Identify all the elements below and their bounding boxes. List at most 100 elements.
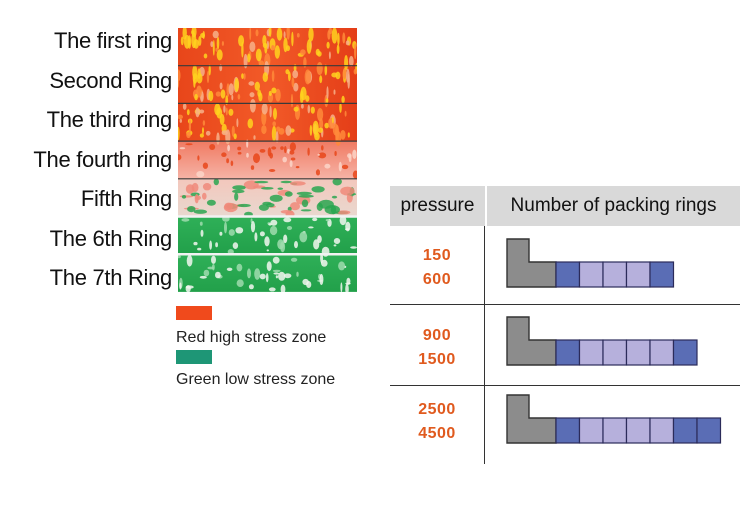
stress-speckle bbox=[266, 249, 269, 252]
stress-speckle bbox=[331, 116, 334, 124]
stress-speckle bbox=[178, 69, 181, 82]
stress-speckle bbox=[200, 229, 204, 237]
stress-speckle bbox=[205, 130, 211, 136]
stress-speckle bbox=[247, 118, 254, 129]
stress-speckle bbox=[215, 271, 221, 279]
stress-speckle bbox=[270, 219, 278, 226]
stress-speckle bbox=[234, 192, 239, 201]
stress-speckle bbox=[275, 131, 279, 143]
packing-ring bbox=[602, 339, 628, 366]
stress-speckle bbox=[340, 186, 355, 196]
packing-ring bbox=[672, 417, 698, 444]
stress-speckle bbox=[214, 103, 221, 116]
stress-speckle bbox=[186, 255, 193, 267]
stress-speckle bbox=[203, 53, 208, 59]
stress-speckle bbox=[339, 102, 342, 113]
stress-speckle bbox=[212, 40, 215, 56]
pressure-cell-1: 150 600 bbox=[390, 244, 484, 292]
stress-speckle bbox=[294, 241, 298, 249]
stress-speckle bbox=[325, 219, 330, 222]
pressure-high-3: 4500 bbox=[418, 425, 456, 442]
stress-speckle bbox=[241, 73, 244, 79]
stress-speckle bbox=[299, 231, 308, 243]
stress-speckle bbox=[211, 255, 216, 264]
stress-speckle bbox=[208, 64, 211, 76]
stress-speckle bbox=[276, 126, 281, 132]
stress-speckle bbox=[269, 194, 283, 202]
stress-speckle bbox=[341, 95, 345, 104]
stress-speckle bbox=[179, 195, 194, 198]
stress-speckle bbox=[192, 73, 198, 84]
stress-speckle bbox=[289, 160, 293, 168]
stress-speckle bbox=[197, 247, 202, 251]
legend-red-swatch bbox=[176, 306, 212, 320]
stress-speckle bbox=[197, 155, 200, 161]
stress-speckle bbox=[273, 272, 280, 275]
stress-speckle bbox=[187, 206, 196, 213]
stress-speckle bbox=[226, 267, 233, 271]
stress-speckle bbox=[185, 143, 193, 146]
stress-speckle bbox=[344, 110, 347, 117]
stress-speckle bbox=[318, 199, 334, 209]
stress-speckle bbox=[319, 273, 324, 286]
stress-speckle bbox=[195, 195, 201, 200]
stress-speckle bbox=[289, 150, 295, 155]
gland-follower bbox=[506, 394, 557, 444]
stress-speckle bbox=[264, 236, 270, 247]
stress-speckle bbox=[179, 118, 182, 123]
stress-speckle bbox=[296, 33, 300, 38]
stress-speckle bbox=[312, 120, 319, 135]
stress-speckle bbox=[191, 182, 199, 193]
stress-speckle bbox=[182, 103, 187, 110]
stress-speckle bbox=[231, 125, 235, 137]
stress-speckle bbox=[300, 209, 312, 212]
stress-speckle bbox=[255, 48, 262, 62]
stress-speckle bbox=[250, 165, 255, 170]
stress-speckle bbox=[243, 73, 246, 80]
packing-ring bbox=[578, 261, 604, 288]
stress-distribution-map bbox=[178, 28, 357, 292]
stress-speckle bbox=[231, 94, 234, 101]
stress-speckle bbox=[269, 105, 272, 118]
stress-speckle bbox=[198, 36, 202, 46]
stress-speckle bbox=[324, 122, 329, 129]
gland-follower bbox=[506, 238, 557, 288]
packing-rings-graphic-2 bbox=[506, 316, 698, 366]
stress-speckle bbox=[237, 151, 242, 155]
stress-speckle bbox=[225, 129, 231, 145]
stress-speckle bbox=[315, 169, 321, 176]
row-divider-2 bbox=[390, 385, 740, 386]
packing-ring bbox=[555, 417, 581, 444]
packing-rings-graphic-1 bbox=[506, 238, 675, 288]
stress-speckle bbox=[283, 234, 288, 244]
stress-speckle bbox=[243, 53, 248, 69]
stress-speckle bbox=[259, 273, 266, 280]
stress-speckle bbox=[178, 114, 183, 120]
stress-speckle bbox=[306, 39, 312, 54]
stress-speckle bbox=[321, 145, 324, 151]
stress-speckle bbox=[317, 153, 320, 156]
stress-speckle bbox=[248, 81, 255, 86]
stress-speckle bbox=[291, 31, 294, 47]
stress-speckle bbox=[220, 89, 226, 99]
stress-speckle bbox=[224, 202, 233, 210]
stress-speckle bbox=[301, 199, 309, 208]
stress-speckle bbox=[293, 82, 299, 92]
packing-rings-graphic-3 bbox=[506, 394, 722, 444]
stress-speckle bbox=[232, 242, 239, 250]
stress-speckle bbox=[332, 178, 342, 186]
stress-speckle bbox=[259, 149, 266, 153]
stress-speckle bbox=[181, 218, 190, 222]
stress-speckle bbox=[212, 264, 215, 271]
stress-speckle bbox=[309, 124, 313, 136]
stress-speckle bbox=[337, 210, 351, 215]
header-divider bbox=[485, 186, 487, 226]
stress-speckle bbox=[319, 75, 323, 84]
stress-speckle bbox=[284, 146, 287, 154]
stress-speckle bbox=[193, 241, 198, 246]
stress-speckle bbox=[333, 89, 336, 95]
stress-speckle bbox=[280, 284, 286, 292]
stress-speckle bbox=[304, 69, 311, 85]
stress-speckle bbox=[318, 152, 327, 159]
stress-speckle bbox=[303, 57, 307, 68]
